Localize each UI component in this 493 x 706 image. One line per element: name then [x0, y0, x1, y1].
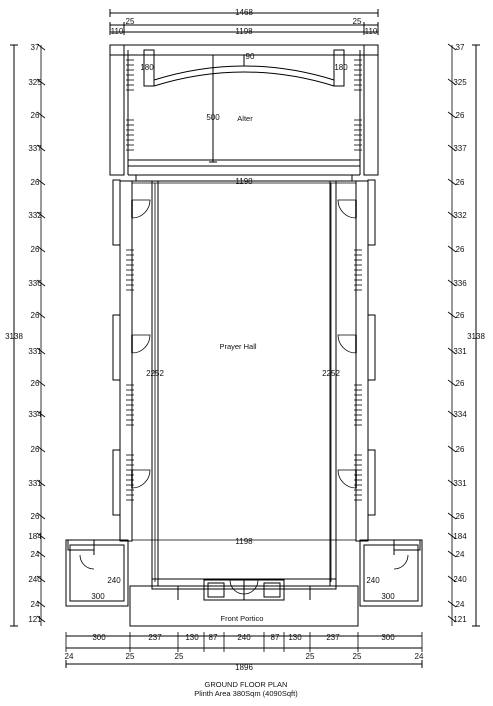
dim-side-segment: 26 — [456, 512, 465, 521]
dim-arch-rise: 90 — [246, 52, 255, 61]
dim-side-segment: 26 — [456, 379, 465, 388]
dim-side-segment: 26 — [31, 379, 40, 388]
room-label-front-portico: Front Portico — [221, 614, 264, 623]
dim-bottom-segment: 237 — [326, 633, 340, 642]
dim-side-wing-right: 300 — [381, 592, 395, 601]
dim-side-segment: 24 — [31, 600, 40, 609]
dim-side-segment: 26 — [31, 311, 40, 320]
dim-side-segment: 334 — [28, 410, 42, 419]
dim-side-segment: 337 — [28, 144, 42, 153]
dim-altar-width: 1198 — [235, 177, 253, 186]
dim-side-segment: 336 — [28, 279, 42, 288]
dim-side-segment: 121 — [28, 615, 42, 624]
dim-arch-jamb-right: 180 — [334, 63, 348, 72]
dim-hall-length-right: 2252 — [322, 369, 340, 378]
dim-hall-length-left: 2252 — [146, 369, 164, 378]
dim-bottom-segment: 25 — [126, 652, 135, 661]
dim-side-segments-right: 37 325 26 337 26 332 26 336 26 331 26 334 26 331 26 184… — [453, 43, 467, 624]
dim-top-wall-right: 25 — [353, 17, 362, 26]
dim-side-room-right: 240 — [366, 576, 380, 585]
plan-caption-title: GROUND FLOOR PLAN — [205, 680, 288, 689]
dim-bottom-segment: 237 — [148, 633, 162, 642]
dim-bottom-segment: 87 — [271, 633, 280, 642]
dim-side-segment: 26 — [456, 311, 465, 320]
dim-hall-width: 1198 — [235, 537, 253, 546]
dim-side-segment: 26 — [456, 111, 465, 120]
dim-side-segment: 121 — [453, 615, 467, 624]
dim-side-wing-left: 300 — [91, 592, 105, 601]
dim-side-segments-left: 37 325 26 337 26 332 26 336 26 331 26 334 26 331 26 184… — [28, 43, 42, 624]
dim-altar-depth: 500 — [206, 113, 220, 122]
plan-labels: Alter Prayer Hall Front Portico 1468 25 … — [5, 8, 485, 698]
dim-side-segment: 26 — [456, 245, 465, 254]
dim-side-segment: 331 — [453, 347, 467, 356]
dim-side-room-left: 240 — [107, 576, 121, 585]
dim-side-segment: 26 — [31, 245, 40, 254]
dim-side-segment: 26 — [31, 512, 40, 521]
dim-side-segment: 331 — [28, 347, 42, 356]
dim-top-side-right: 110 — [365, 27, 378, 36]
dim-side-segment: 325 — [28, 78, 42, 87]
dim-side-segment: 337 — [453, 144, 467, 153]
dim-bottom-segment: 24 — [65, 652, 74, 661]
dim-side-segment: 26 — [31, 178, 40, 187]
dim-side-total-right: 3138 — [467, 332, 485, 341]
dim-side-segment: 26 — [31, 111, 40, 120]
dim-side-segment: 24 — [31, 550, 40, 559]
plan-caption-area: Plinth Area 380Sqm (4090Sqft) — [194, 689, 298, 698]
dim-side-segment: 26 — [31, 445, 40, 454]
dim-side-segment: 37 — [31, 43, 40, 52]
dim-side-segment: 184 — [453, 532, 467, 541]
dim-bottom-segment: 87 — [209, 633, 218, 642]
plan-linework — [10, 9, 480, 668]
dim-side-segment: 325 — [453, 78, 467, 87]
dim-bottom-segment: 240 — [237, 633, 251, 642]
room-label-altar: Alter — [237, 114, 253, 123]
dim-bottom-row-1: 300 237 130 87 240 87 130 237 300 — [92, 633, 395, 642]
dim-side-segment: 334 — [453, 410, 467, 419]
dim-bottom-segment: 25 — [175, 652, 184, 661]
dim-top-wall-left: 25 — [126, 17, 135, 26]
dim-bottom-segment: 25 — [306, 652, 315, 661]
dim-side-segment: 240 — [453, 575, 467, 584]
dim-side-segment: 331 — [28, 479, 42, 488]
dim-side-segment: 24 — [456, 600, 465, 609]
dim-side-segment: 336 — [453, 279, 467, 288]
dim-side-segment: 26 — [456, 445, 465, 454]
dim-side-segment: 26 — [456, 178, 465, 187]
dim-side-segment: 24 — [456, 550, 465, 559]
dim-side-total-left: 3138 — [5, 332, 23, 341]
dim-bottom-segment: 25 — [353, 652, 362, 661]
dim-bottom-segment: 300 — [92, 633, 106, 642]
dim-side-segment: 37 — [456, 43, 465, 52]
dim-bottom-total: 1896 — [235, 663, 253, 672]
dim-bottom-segment: 130 — [288, 633, 302, 642]
dim-side-segment: 332 — [28, 211, 42, 220]
dim-side-segment: 240 — [28, 575, 42, 584]
dim-top-inner: 1198 — [235, 27, 253, 36]
dim-arch-jamb-left: 180 — [140, 63, 154, 72]
dim-top-total: 1468 — [235, 8, 253, 17]
dim-bottom-segment: 300 — [381, 633, 395, 642]
dim-bottom-segment: 24 — [415, 652, 424, 661]
dim-top-side-left: 110 — [111, 27, 124, 36]
dim-side-segment: 331 — [453, 479, 467, 488]
dim-side-segment: 184 — [28, 532, 42, 541]
dim-bottom-row-2: 24 25 25 25 25 24 — [65, 652, 424, 661]
dim-side-segment: 332 — [453, 211, 467, 220]
room-label-prayer-hall: Prayer Hall — [219, 342, 256, 351]
dim-bottom-segment: 130 — [185, 633, 199, 642]
